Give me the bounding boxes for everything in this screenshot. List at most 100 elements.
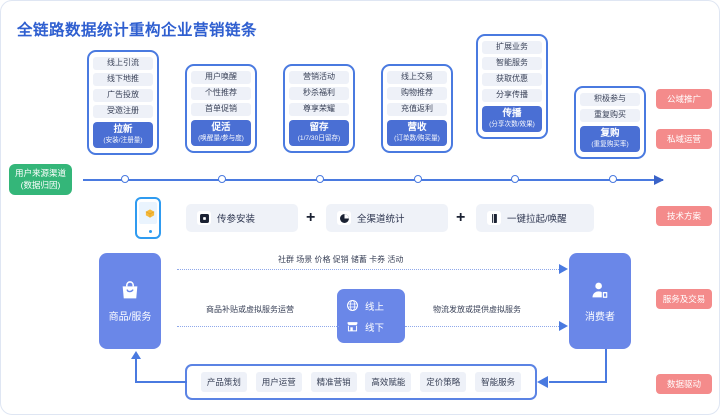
- timeline-node-2[interactable]: [218, 175, 226, 183]
- category-tag-tech-solution[interactable]: 技术方案: [656, 206, 712, 226]
- phone-home-dot: [148, 229, 152, 233]
- stage-metric-name: 营收: [407, 122, 427, 133]
- stage-item: 获取优惠: [482, 73, 542, 86]
- stage-metric-name: 传播: [502, 108, 522, 119]
- stage-metric: 营收 (订单数/购买量): [387, 120, 447, 146]
- tech-chip-label: 传参安装: [217, 214, 256, 225]
- stage-metric-sub: (1/7/30日留存): [297, 135, 341, 142]
- timeline-node-6[interactable]: [609, 175, 617, 183]
- goods-service-box[interactable]: 商品/服务: [99, 253, 161, 349]
- stage-item: 秒杀福利: [289, 87, 349, 100]
- stage-item: 线上交易: [387, 71, 447, 84]
- user-source-line1: 用户来源渠道: [15, 168, 67, 178]
- capability-chip[interactable]: 定价策略: [420, 372, 467, 392]
- category-tag-service-trade[interactable]: 服务及交易: [656, 289, 712, 309]
- stage-item: 受邀注册: [93, 105, 153, 118]
- channel-online-offline-box[interactable]: 线上 线下: [337, 289, 405, 343]
- stage-metric-sub: (重复购买率): [591, 141, 629, 148]
- store-icon: [347, 322, 358, 332]
- stage-item: 个性推荐: [191, 87, 251, 100]
- user-source-tag: 用户来源渠道 (数据归因): [9, 164, 73, 195]
- capability-chip[interactable]: 产品策划: [200, 372, 247, 392]
- stage-metric-sub: (分享次数/效果): [489, 121, 535, 128]
- stage-column-2[interactable]: 用户唤醒 个性推荐 首单促销 促活 (唤醒量/参与度): [185, 64, 257, 153]
- top-flow-line: [177, 269, 561, 270]
- capability-chip[interactable]: 高效赋能: [365, 372, 412, 392]
- stage-item: 充值返利: [387, 103, 447, 116]
- stage-metric-sub: (唤醒量/参与度): [198, 135, 244, 142]
- stage-metric-name: 拉新: [113, 124, 133, 135]
- timeline-node-4[interactable]: [414, 175, 422, 183]
- mobile-package-icon: [135, 197, 161, 239]
- tech-chip-3[interactable]: 一键拉起/唤醒: [476, 204, 594, 232]
- top-flow-arrow-icon: [559, 264, 568, 274]
- category-tag-private-domain[interactable]: 私域运营: [656, 129, 712, 149]
- stage-metric: 传播 (分享次数/效果): [482, 106, 542, 132]
- stage-item: 线下地推: [93, 73, 153, 86]
- capability-bar: 产品策划 用户运营 精准营销 高效赋能 定价策略 智能服务: [185, 364, 537, 400]
- stage-metric-name: 复购: [600, 128, 620, 139]
- right-flow-arrow-icon: [559, 321, 568, 331]
- timeline-arrow-icon: [654, 174, 664, 185]
- plus-separator-2: +: [456, 209, 466, 226]
- mid-flow-line: [177, 326, 339, 327]
- stage-item: 分享传播: [482, 89, 542, 102]
- tech-chip-2[interactable]: 全渠道统计: [326, 204, 448, 232]
- journey-timeline: [83, 174, 664, 185]
- plus-separator-1: +: [306, 209, 316, 226]
- stage-item: 广告投放: [93, 89, 153, 102]
- consumer-person-icon: [592, 282, 609, 299]
- mid-flow-label: 商品补贴或虚拟服务运营: [206, 305, 294, 314]
- stage-metric: 留存 (1/7/30日留存): [289, 120, 349, 146]
- stage-column-6[interactable]: 积极参与 重复购买 复购 (重复购买率): [574, 86, 646, 159]
- stage-metric-sub: (安装/注册量): [103, 137, 143, 144]
- shopping-bag-icon: [122, 280, 138, 298]
- category-tag-data-driven[interactable]: 数据驱动: [656, 374, 712, 394]
- timeline-node-3[interactable]: [316, 175, 324, 183]
- user-source-line2: (数据归因): [20, 179, 61, 190]
- feedback-arrow-head-icon: [537, 376, 548, 388]
- tech-chip-1[interactable]: 传参安装: [186, 204, 298, 232]
- right-flow-line: [405, 326, 561, 327]
- channel-online-label: 线上: [365, 301, 385, 313]
- square-install-icon: [197, 211, 211, 225]
- stage-item: 积极参与: [580, 93, 640, 106]
- stage-item: 智能服务: [482, 57, 542, 70]
- globe-icon: [347, 300, 358, 311]
- stage-column-4[interactable]: 线上交易 购物推荐 充值返利 营收 (订单数/购买量): [381, 64, 453, 153]
- channel-offline-label: 线下: [365, 322, 385, 334]
- tech-chip-label: 一键拉起/唤醒: [507, 214, 567, 225]
- timeline-node-5[interactable]: [511, 175, 519, 183]
- stage-item: 营销活动: [289, 71, 349, 84]
- stage-item: 扩展业务: [482, 41, 542, 54]
- capability-chip[interactable]: 精准营销: [310, 372, 357, 392]
- book-launch-icon: [487, 211, 501, 225]
- stage-item: 购物推荐: [387, 87, 447, 100]
- goods-service-label: 商品/服务: [108, 311, 152, 323]
- stage-column-5[interactable]: 扩展业务 智能服务 获取优惠 分享传播 传播 (分享次数/效果): [476, 34, 548, 139]
- consumer-label: 消费者: [585, 311, 615, 323]
- timeline-node-1[interactable]: [121, 175, 129, 183]
- right-flow-label: 物流发放或提供虚拟服务: [433, 305, 521, 314]
- consumer-box[interactable]: 消费者: [569, 253, 631, 349]
- feedback-arrow-left: [549, 381, 607, 383]
- stage-metric: 促活 (唤醒量/参与度): [191, 120, 251, 146]
- stage-item: 用户唤醒: [191, 71, 251, 84]
- stage-column-1[interactable]: 线上引流 线下地推 广告投放 受邀注册 拉新 (安装/注册量): [87, 50, 159, 155]
- pie-chart-icon: [337, 211, 351, 225]
- capability-chip[interactable]: 智能服务: [475, 372, 522, 392]
- stage-column-3[interactable]: 营销活动 秒杀福利 尊享荣耀 留存 (1/7/30日留存): [283, 64, 355, 153]
- feedback-arrow-down: [605, 349, 607, 382]
- category-tag-public-domain[interactable]: 公域推广: [656, 89, 712, 109]
- stage-metric-sub: (订单数/购买量): [394, 135, 440, 142]
- page-title: 全链路数据统计重构企业营销链条: [17, 22, 258, 39]
- stage-item: 尊享荣耀: [289, 103, 349, 116]
- stage-metric: 复购 (重复购买率): [580, 126, 640, 152]
- loopback-arrow-left: [135, 381, 187, 383]
- stage-item: 首单促销: [191, 103, 251, 116]
- stage-metric: 拉新 (安装/注册量): [93, 122, 153, 148]
- capability-chip[interactable]: 用户运营: [255, 372, 302, 392]
- stage-item: 线上引流: [93, 57, 153, 70]
- channel-offline-row: 线下: [346, 320, 405, 334]
